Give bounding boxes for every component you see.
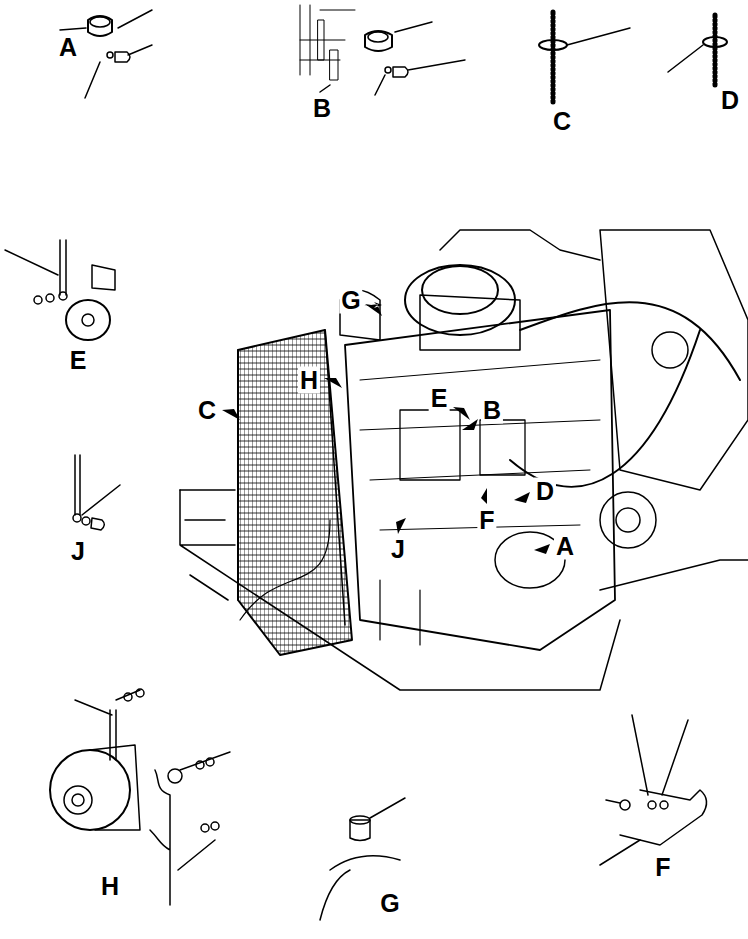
- callout-letter: G: [339, 287, 362, 314]
- callout-letter: J: [69, 538, 87, 565]
- callout-letter: D: [534, 478, 556, 505]
- callout-letter: G: [378, 890, 401, 917]
- hose-clip-detail-c: [539, 12, 630, 104]
- callout-letter: B: [481, 397, 503, 424]
- alternator-detail-h: [50, 689, 230, 905]
- callout-letter: C: [196, 397, 218, 424]
- callout-letter: F: [477, 507, 496, 534]
- ground-detail-j: [73, 455, 120, 530]
- callout-letter: C: [551, 108, 573, 135]
- callout-letter: H: [99, 873, 121, 900]
- callout-letter: E: [68, 347, 89, 374]
- sensor-detail-g: [320, 798, 405, 920]
- callout-letter: B: [311, 95, 333, 122]
- callout-letter: D: [719, 87, 741, 114]
- clamp-detail-b: [300, 5, 465, 95]
- callout-letter: H: [298, 367, 320, 394]
- callout-letter: E: [429, 385, 450, 412]
- engine-assembly: [180, 230, 748, 690]
- hose-clip-detail-d: [668, 15, 727, 85]
- callout-letter: J: [389, 536, 407, 563]
- callout-letter: A: [57, 34, 79, 61]
- starter-detail-e: [5, 240, 115, 340]
- callout-arrows: [222, 302, 550, 554]
- callout-letter: F: [653, 854, 672, 881]
- callout-letter: A: [554, 533, 576, 560]
- bracket-detail-f: [600, 715, 707, 865]
